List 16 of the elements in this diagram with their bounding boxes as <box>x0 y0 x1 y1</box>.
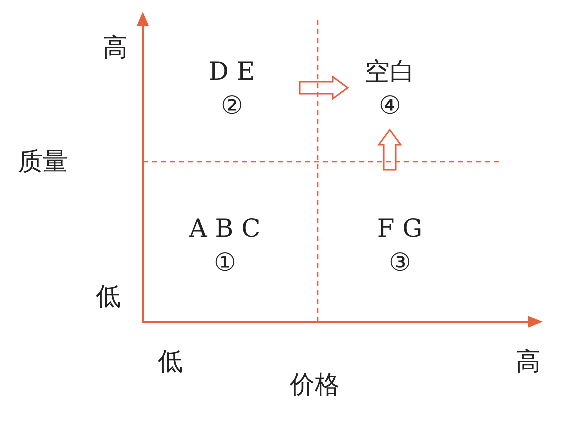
quadrant-label: 空白 <box>365 56 415 88</box>
quadrant-label: D E <box>208 56 256 88</box>
axis-end-label: 低 <box>96 282 121 312</box>
axis-end-label: 低 <box>158 347 183 377</box>
quadrant-label: A B C <box>189 213 261 245</box>
quadrant-number: ② <box>221 90 243 122</box>
hollow-arrow <box>299 76 350 100</box>
axis-title: 质量 <box>18 147 68 177</box>
quadrant-number: ③ <box>389 247 411 279</box>
hollow-arrow <box>378 128 402 171</box>
quadrant-number: ④ <box>379 90 401 122</box>
axis-end-label: 高 <box>516 347 541 377</box>
axis-end-label: 高 <box>103 33 128 63</box>
quadrant-number: ① <box>214 247 236 279</box>
axis-title: 价格 <box>290 370 340 400</box>
quadrant-label: F G <box>377 213 423 245</box>
